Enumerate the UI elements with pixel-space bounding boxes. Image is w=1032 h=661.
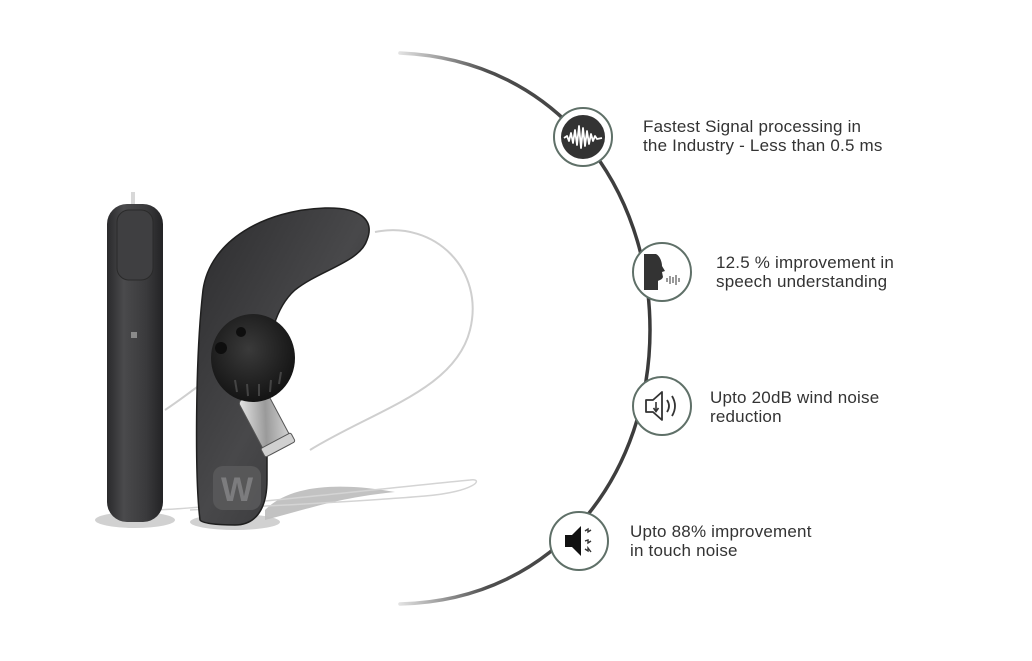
feature-line: Upto 88% improvement	[630, 522, 812, 541]
brand-logo: W	[221, 471, 254, 509]
speaker-touch-noise-icon	[565, 526, 592, 556]
speaking-head-icon	[644, 254, 680, 290]
feature-icon-touch-noise	[549, 511, 609, 571]
sound-wave-icon	[561, 115, 605, 159]
feature-line: Upto 20dB wind noise	[710, 388, 880, 407]
feature-text-wind-noise: Upto 20dB wind noise reduction	[710, 388, 879, 426]
feature-line: in touch noise	[630, 541, 738, 560]
speaker-wind-icon	[645, 391, 676, 421]
feature-line: the Industry - Less than 0.5 ms	[643, 136, 883, 155]
feature-line: 12.5 % improvement in	[716, 253, 895, 272]
feature-icon-wind-noise	[632, 376, 692, 436]
feature-icon-speech	[632, 242, 692, 302]
feature-text-touch-noise: Upto 88% improvement in touch noise	[630, 522, 812, 560]
feature-line: Fastest Signal processing in	[643, 117, 862, 136]
feature-text-signal-processing: Fastest Signal processing in the Industr…	[643, 117, 883, 155]
feature-text-speech: 12.5 % improvement in speech understandi…	[716, 253, 894, 291]
feature-line: reduction	[710, 407, 782, 426]
feature-line: speech understanding	[716, 272, 888, 291]
feature-icon-signal-processing	[553, 107, 613, 167]
hearing-aid-image: W	[95, 192, 478, 530]
